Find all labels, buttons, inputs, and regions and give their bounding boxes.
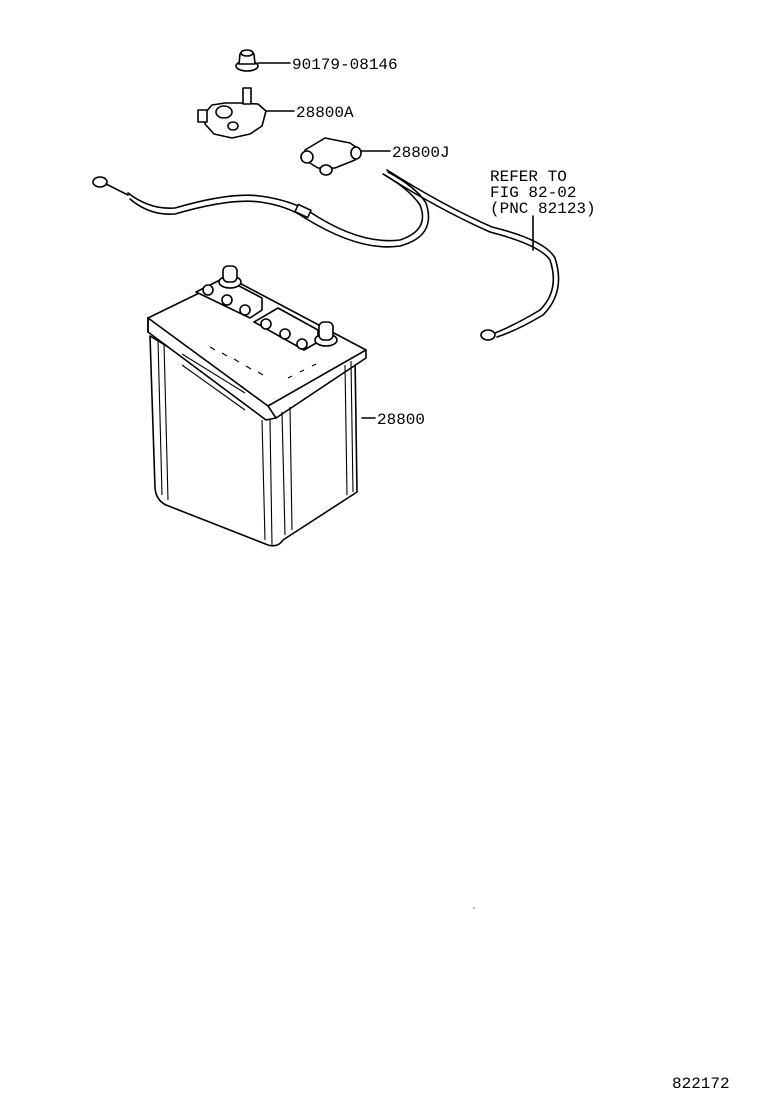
part-label: 28800A: [296, 104, 354, 122]
reference-cable: REFER TO FIG 82-02 (PNC 82123): [382, 168, 596, 341]
part-label: 90179-08146: [292, 56, 398, 74]
battery-cable: [92, 171, 430, 248]
battery-part: 28800: [147, 265, 425, 547]
reference-line: (PNC 82123): [490, 200, 596, 218]
part-label: 28800: [377, 411, 425, 429]
figure-number: 822172: [672, 1075, 730, 1093]
reference-line: FIG 82-02: [490, 184, 576, 202]
positive-terminal-part: 28800A: [197, 87, 354, 139]
part-label: 28800J: [392, 144, 450, 162]
negative-terminal-part: 28800J: [300, 137, 450, 176]
reference-line: REFER TO: [490, 168, 567, 186]
nut-part: 90179-08146: [235, 49, 398, 74]
